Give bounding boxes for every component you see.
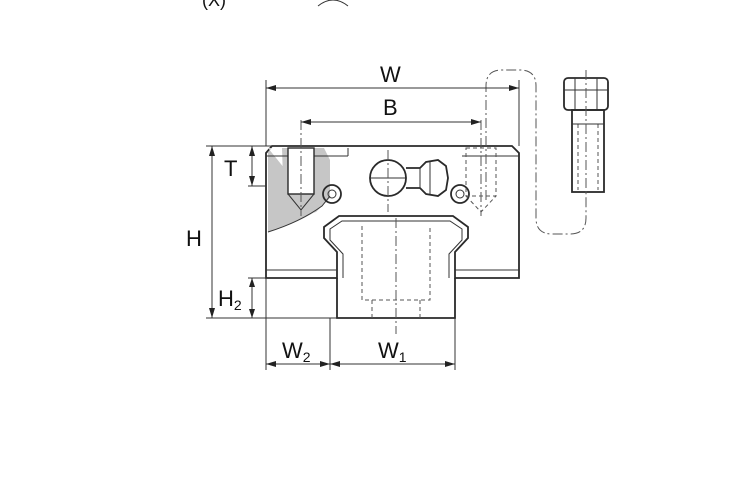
right-mounting-hole <box>465 120 497 216</box>
label-b: B <box>383 95 398 120</box>
dimension-h2 <box>248 277 266 318</box>
top-cut-arc <box>317 0 349 7</box>
mounting-bolt <box>563 70 609 196</box>
dimension-w <box>265 80 520 146</box>
right-seal-circle <box>450 184 470 204</box>
label-h: H <box>186 226 202 251</box>
label-w2: W2 <box>282 338 311 365</box>
left-mounting-hole <box>287 120 315 216</box>
left-seal-circle <box>322 184 342 204</box>
top-cut-label: (X) <box>202 0 226 10</box>
grease-nipple <box>369 150 449 212</box>
label-w: W <box>380 62 401 87</box>
label-h2: H2 <box>218 286 242 313</box>
guide-rail <box>336 218 456 334</box>
label-w1: W1 <box>378 338 407 365</box>
dimension-w2-w1 <box>265 278 456 370</box>
dimension-b <box>301 119 481 125</box>
label-t: T <box>224 156 237 181</box>
dimension-h <box>206 145 337 319</box>
bolt-path-line <box>485 69 587 235</box>
dimension-t <box>248 145 288 187</box>
